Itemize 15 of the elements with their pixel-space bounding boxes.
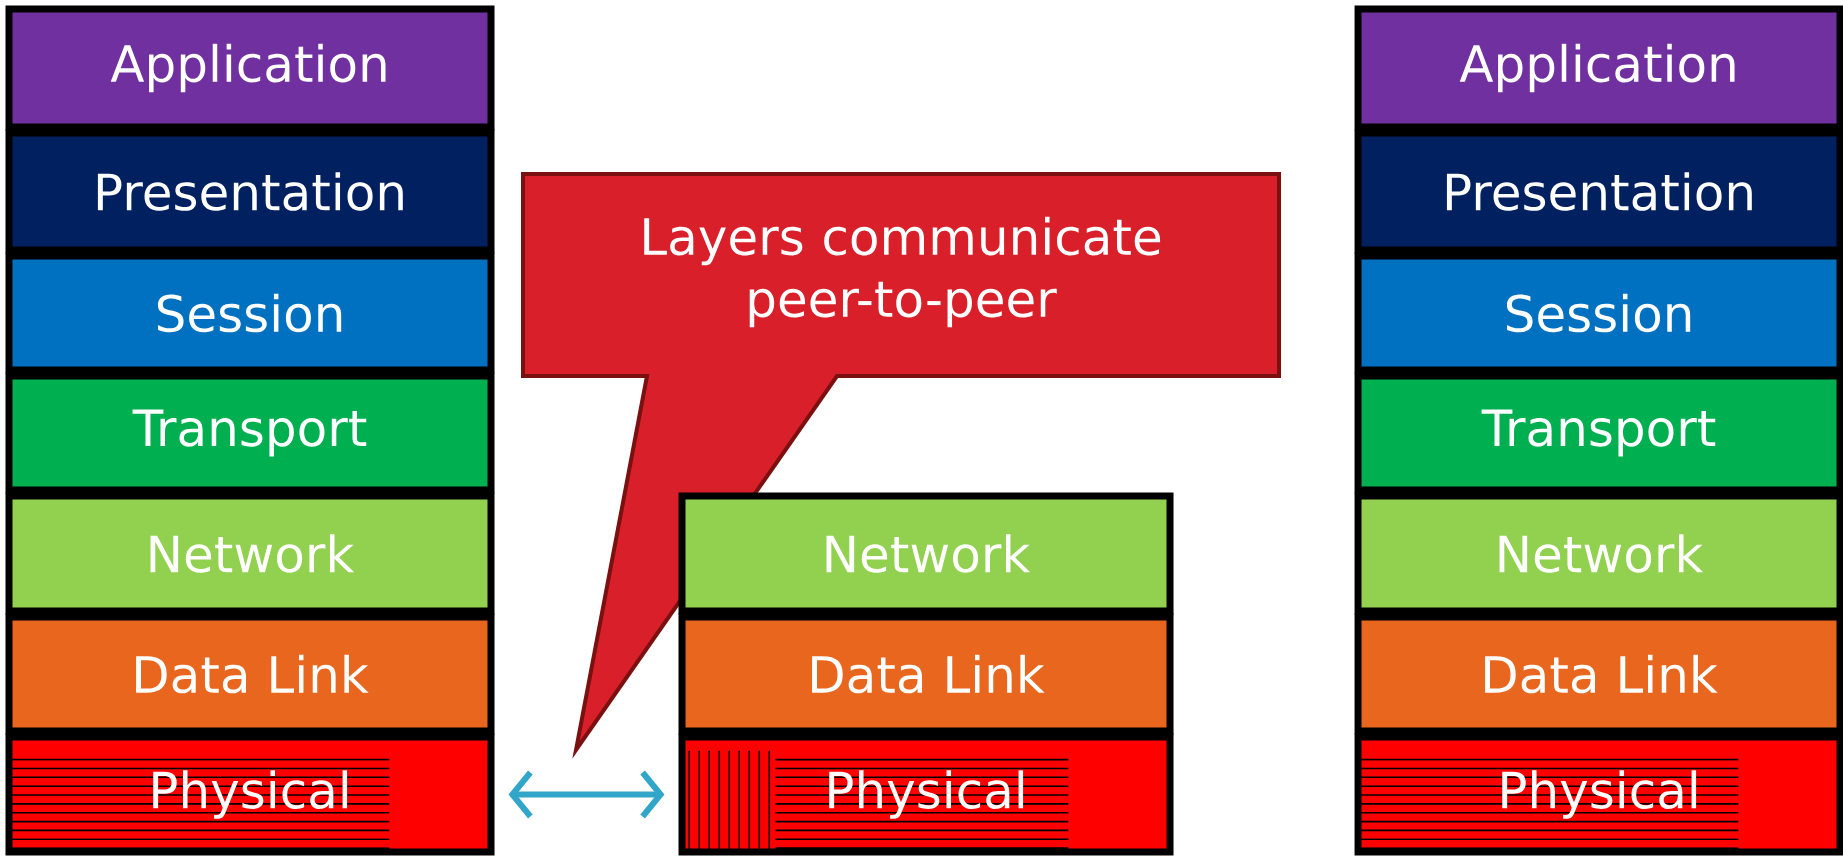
layer-box: Application [5,5,495,131]
layer-box: Network [1354,492,1843,615]
layer-box: Presentation [5,129,495,254]
layer-box: Data Link [1354,613,1843,735]
layer-box: Session [5,252,495,374]
double-arrow [508,770,665,819]
layer-box: Data Link [678,613,1174,735]
layer-box: Transport [1354,372,1843,494]
layer-box: Network [5,492,495,615]
layer-box: Transport [5,372,495,494]
layer-box: Session [1354,252,1843,374]
layer-box: Application [1354,5,1843,131]
layer-box: Network [678,492,1174,615]
layer-box: Presentation [1354,129,1843,254]
layer-box: Data Link [5,613,495,735]
